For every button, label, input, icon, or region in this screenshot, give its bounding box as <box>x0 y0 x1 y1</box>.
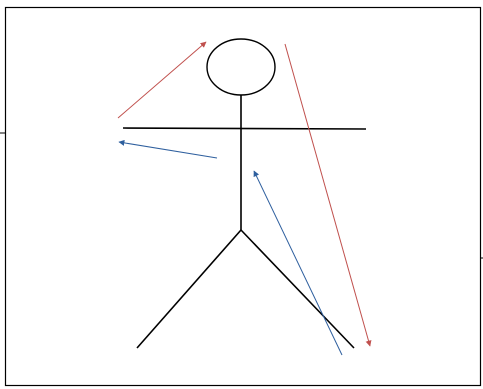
stick-figure <box>123 39 366 348</box>
stick-figure-right-leg <box>241 230 354 348</box>
stick-figure-left-leg <box>137 230 241 348</box>
blue-arrow-left <box>119 142 217 158</box>
arrows <box>118 42 370 355</box>
diagram-frame <box>6 8 481 386</box>
red-arrow-right <box>285 44 370 346</box>
red-arrow-upper-left <box>118 42 206 118</box>
stick-figure-head <box>207 39 275 95</box>
stick-figure-arms <box>123 128 366 129</box>
